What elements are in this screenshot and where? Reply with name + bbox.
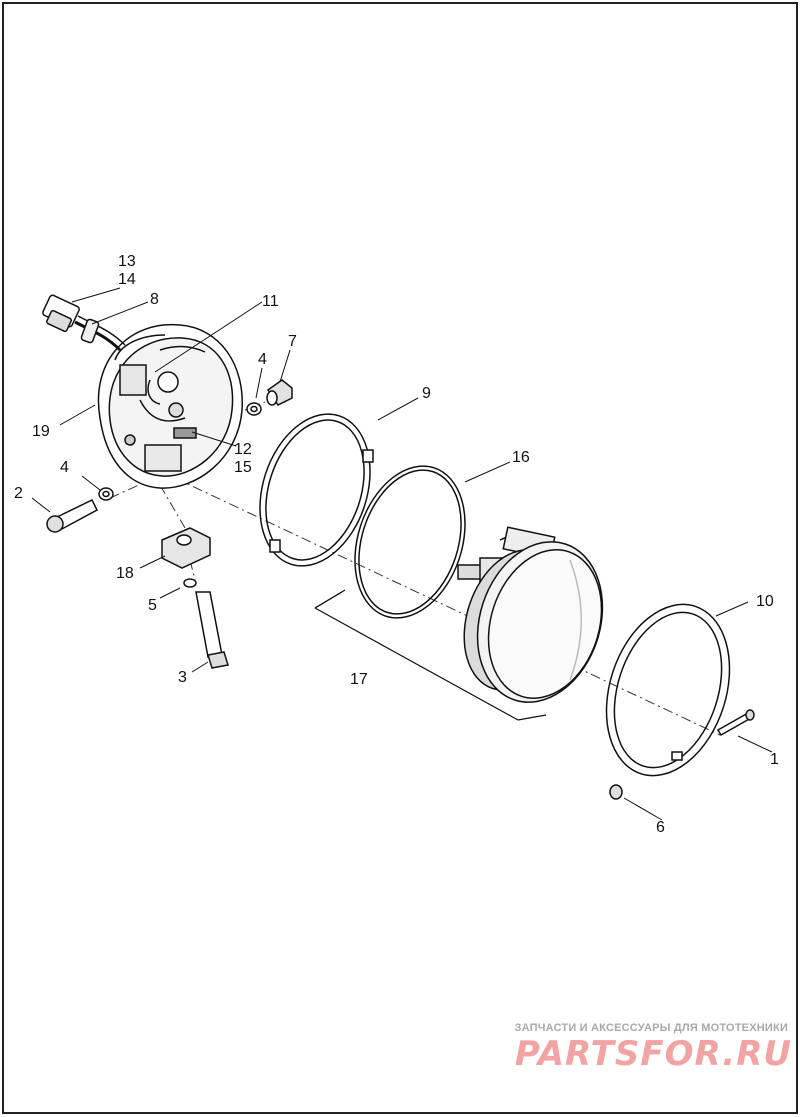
callout-5: 5: [148, 597, 157, 614]
callout-19: 19: [32, 423, 50, 440]
small-nut: [609, 784, 623, 800]
retaining-ring: [259, 413, 374, 567]
washer-capnut: [246, 379, 293, 416]
callout-16: 16: [512, 449, 530, 466]
callout-8: 8: [150, 291, 159, 308]
callout-10: 10: [756, 593, 774, 610]
trim-ring: [605, 603, 731, 777]
callout-9: 9: [422, 385, 431, 402]
watermark-logo: PARTSFOR.RU: [514, 1034, 792, 1074]
wire-connector: [42, 294, 126, 352]
callout-4-left: 4: [60, 459, 69, 476]
led-lamp-unit: [457, 526, 604, 703]
callout-3: 3: [178, 669, 187, 686]
mount-bolt: [46, 487, 114, 533]
callout-18: 18: [116, 565, 134, 582]
watermark-caption: ЗАПЧАСТИ И АКСЕССУАРЫ ДЛЯ МОТОТЕХНИКИ: [514, 1022, 788, 1034]
callout-11: 11: [262, 293, 279, 310]
seal-ring: [354, 465, 466, 619]
trim-screw: [716, 709, 755, 737]
callout-13: 13: [118, 253, 136, 270]
callout-17: 17: [350, 671, 368, 688]
callout-15: 15: [234, 459, 252, 476]
headlamp-housing: [97, 323, 243, 489]
callout-14: 14: [118, 271, 136, 288]
callout-7: 7: [288, 333, 297, 350]
callout-12: 12: [234, 441, 252, 458]
callout-1: 1: [770, 751, 779, 768]
leader-lines: [31, 287, 773, 821]
callout-4-top: 4: [258, 351, 267, 368]
callout-6: 6: [656, 819, 665, 836]
clamp-block: [161, 527, 229, 669]
callout-2: 2: [14, 485, 23, 502]
